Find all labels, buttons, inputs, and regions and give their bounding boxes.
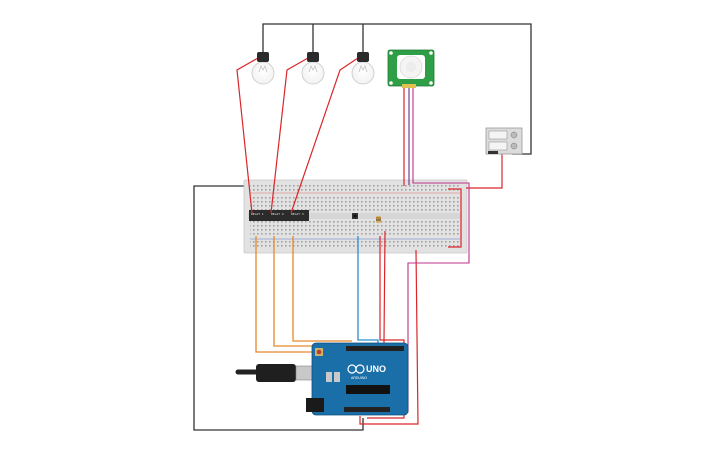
- arduino-infinity-icon: [347, 364, 365, 374]
- wire-red-bulb1[interactable]: [236, 57, 259, 214]
- light-bulb-3[interactable]: [351, 52, 375, 85]
- red-wires: [236, 57, 503, 425]
- wire-black-bulbs-top[interactable]: [262, 23, 532, 155]
- wire-red-bulb2[interactable]: [270, 57, 309, 214]
- wire-red-bulb3[interactable]: [290, 57, 359, 214]
- wire-red-vin[interactable]: [359, 249, 419, 425]
- relay-module-2[interactable]: RELAY 2: [269, 210, 289, 221]
- wire-red-supply[interactable]: [466, 154, 503, 189]
- resistor[interactable]: [376, 216, 381, 223]
- board-logo-text: UNO: [366, 364, 386, 374]
- relay-label-2: RELAY 2: [271, 212, 284, 216]
- pir-sensor[interactable]: [387, 49, 435, 88]
- relay-label-3: RELAY 3: [291, 212, 304, 216]
- power-supply[interactable]: [485, 127, 523, 155]
- wire-red-gnd[interactable]: [367, 236, 405, 419]
- arduino-uno-board[interactable]: UNO ARDUINO: [235, 342, 409, 416]
- relay-module-3[interactable]: RELAY 3: [289, 210, 309, 221]
- relay-module-1[interactable]: RELAY 1: [249, 210, 269, 221]
- light-bulb-1[interactable]: [251, 52, 275, 85]
- light-bulb-2[interactable]: [301, 52, 325, 85]
- relay-label-1: RELAY 1: [251, 212, 264, 216]
- pushbutton[interactable]: [352, 213, 358, 219]
- wire-red-5v[interactable]: [448, 188, 462, 248]
- board-brand-text: ARDUINO: [351, 376, 367, 380]
- wire-black-gnd-loop[interactable]: [193, 185, 364, 431]
- wire-orange-relay3[interactable]: [292, 236, 352, 342]
